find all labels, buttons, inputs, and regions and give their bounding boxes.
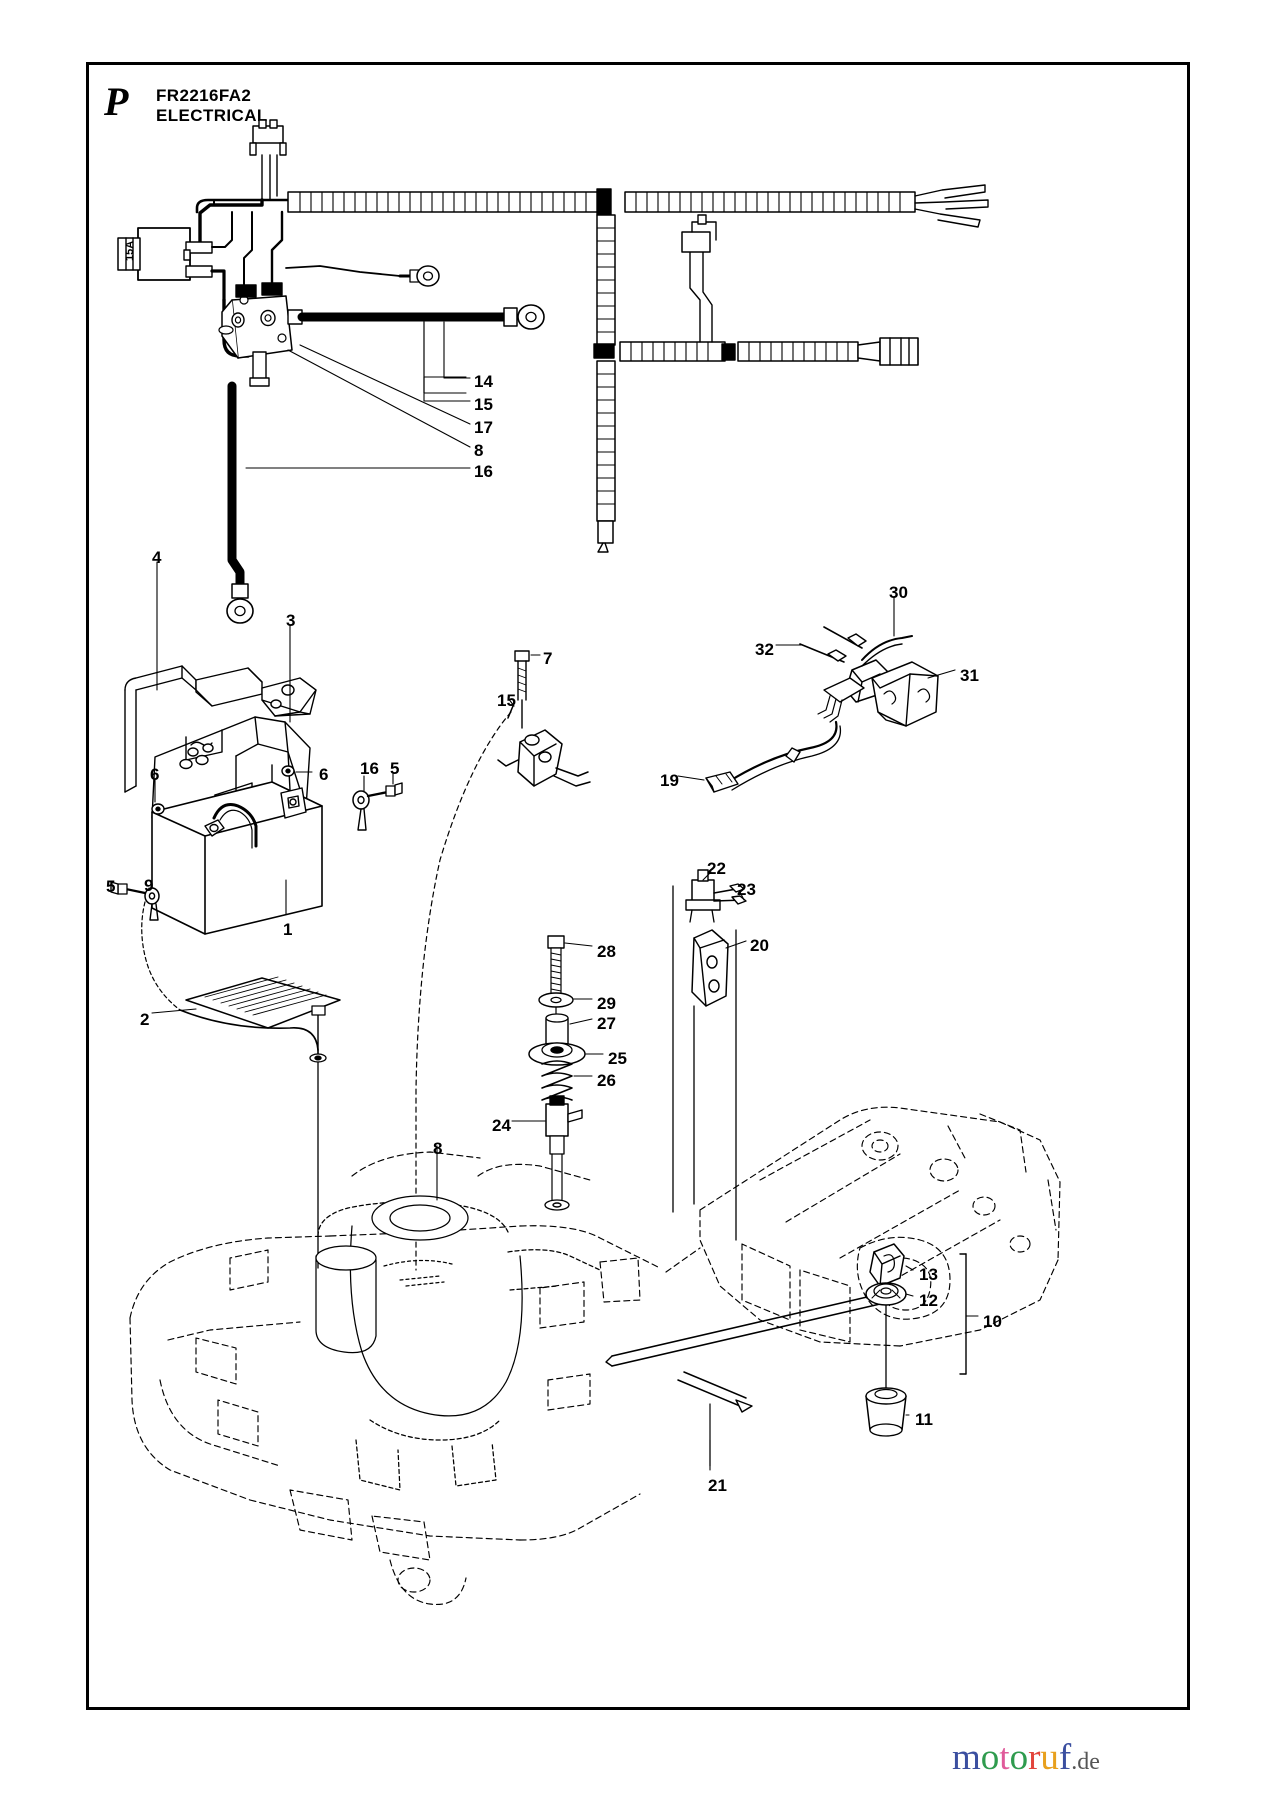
drawing-frame (86, 62, 1190, 1710)
wm-o2: o (1009, 1737, 1029, 1778)
callout-28-bolt-28: 28 (597, 942, 616, 961)
callout-13-boot-13: 13 (919, 1265, 938, 1284)
callout-23-terminal-23: 23 (737, 880, 756, 899)
callout-25-pulley-25: 25 (608, 1049, 627, 1068)
motoruf-watermark: motoruf.de (952, 1736, 1100, 1779)
callout-6-nut-6: 6 (150, 765, 160, 784)
wm-f: f (1058, 1737, 1072, 1778)
callout-8-ignition-coil-8: 8 (433, 1139, 443, 1158)
section-title: ELECTRICAL (156, 106, 268, 126)
wm-t: t (999, 1737, 1010, 1778)
callout-16-terminal-16: 16 (360, 759, 379, 778)
callout-1-battery-1: 1 (283, 920, 293, 939)
section-letter: P (104, 79, 129, 124)
callout-31-switch-bracket-31: 31 (960, 666, 979, 685)
callout-19-wire-harness-19: 19 (660, 771, 679, 790)
callout-9-cable-clamp-9: 9 (144, 876, 154, 895)
callout-24-switch-24: 24 (492, 1116, 511, 1135)
callout-14-harness-wire-14: 14 (474, 372, 493, 391)
callout-26-spring-26: 26 (597, 1071, 616, 1090)
callout-3-battery-cover-3: 3 (286, 611, 296, 630)
wm-u: u (1040, 1737, 1059, 1778)
callout-27-spacer-27: 27 (597, 1014, 616, 1033)
callout-29-washer-29: 29 (597, 994, 616, 1013)
wm-m: m (952, 1737, 981, 1778)
callout-30-switch-lever-30: 30 (889, 583, 908, 602)
callout-7-screw-7: 7 (543, 649, 553, 668)
callout-11-plug-11: 11 (915, 1410, 933, 1429)
callout-22-switch-22: 22 (707, 859, 726, 878)
callout-21-rod-21: 21 (708, 1476, 727, 1495)
callout-17-solenoid-17: 17 (474, 418, 493, 437)
callout-32-terminal-pin-32: 32 (755, 640, 774, 659)
callout-6-nut-6: 6 (319, 765, 329, 784)
callout-2-battery-tray-mat-2: 2 (140, 1010, 150, 1029)
fuse-rating-label: 15A (124, 240, 136, 261)
wm-o1: o (980, 1737, 1000, 1778)
model-number: FR2216FA2 (156, 86, 252, 105)
callout-4-battery-holddown-4: 4 (152, 548, 162, 567)
wm-de: .de (1071, 1749, 1100, 1775)
callout-15-harness-wire-15: 15 (474, 395, 493, 414)
callout-16-battery-cable-16: 16 (474, 462, 493, 481)
callout-12-grommet-12: 12 (919, 1291, 938, 1310)
callout-10-assembly-10: 10 (983, 1312, 1002, 1331)
callout-5-screw-5: 5 (106, 877, 116, 896)
callout-8-ignition-coil-8: 8 (474, 441, 484, 460)
wm-r: r (1028, 1737, 1041, 1778)
callout-15-wire-15: 15 (497, 691, 516, 710)
callout-20-bracket-20: 20 (750, 936, 769, 955)
callout-5-screw-5: 5 (390, 759, 400, 778)
